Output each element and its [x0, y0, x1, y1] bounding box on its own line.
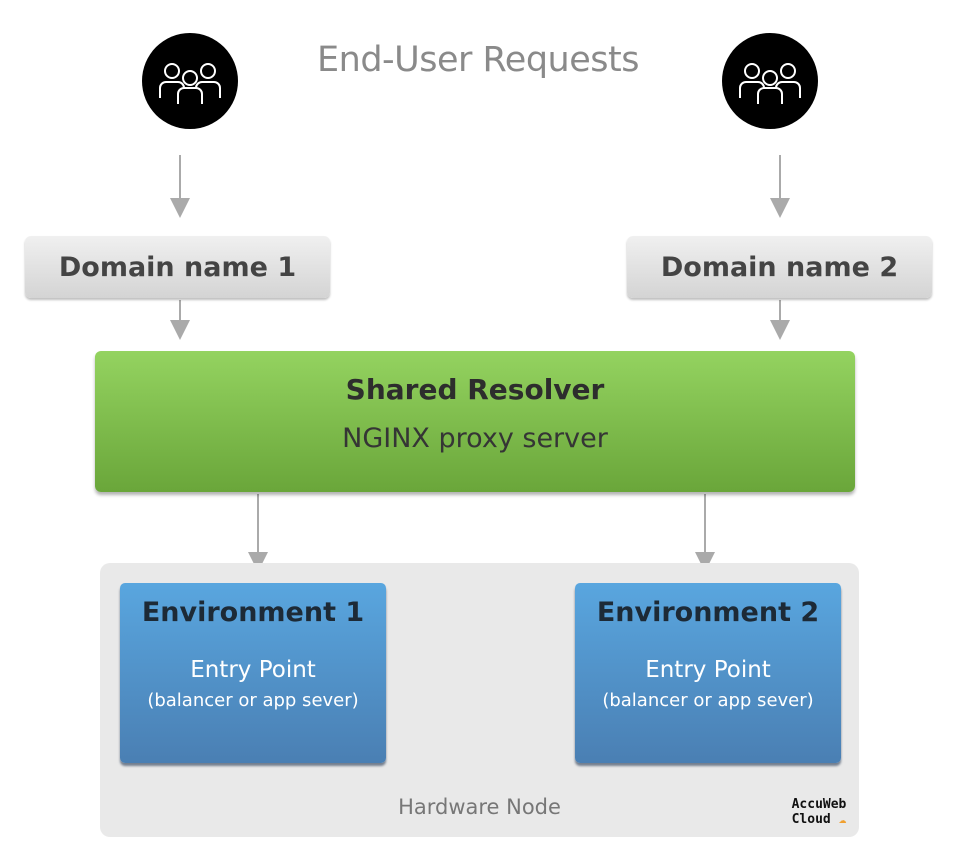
users-group-icon	[142, 33, 238, 129]
entry-point-label: Entry Point	[645, 657, 771, 683]
hardware-node-label: Hardware Node	[398, 795, 561, 819]
accuweb-cloud-logo: AccuWeb Cloud ☁	[780, 797, 858, 827]
environment-2-box: Environment 2 Entry Point (balancer or a…	[575, 583, 841, 763]
entry-point-label: Entry Point	[190, 657, 316, 683]
entry-point-description: (balancer or app sever)	[602, 690, 814, 711]
diagram-title: End-User Requests	[317, 40, 639, 80]
resolver-title: Shared Resolver	[345, 373, 605, 406]
environment-1-box: Environment 1 Entry Point (balancer or a…	[120, 583, 386, 763]
cloud-icon: ☁	[838, 812, 847, 827]
resolver-subtitle: NGINX proxy server	[342, 423, 608, 454]
logo-line-1: AccuWeb	[791, 797, 847, 812]
entry-point-description: (balancer or app sever)	[147, 690, 359, 711]
shared-resolver-box: Shared Resolver NGINX proxy server	[95, 351, 855, 492]
users-group-icon	[722, 33, 818, 129]
environment-title: Environment 2	[596, 597, 820, 628]
domain-name-2-box: Domain name 2	[627, 236, 932, 298]
logo-line-2: Cloud	[791, 812, 831, 827]
environment-title: Environment 1	[141, 597, 365, 628]
domain-name-1-box: Domain name 1	[25, 236, 330, 298]
